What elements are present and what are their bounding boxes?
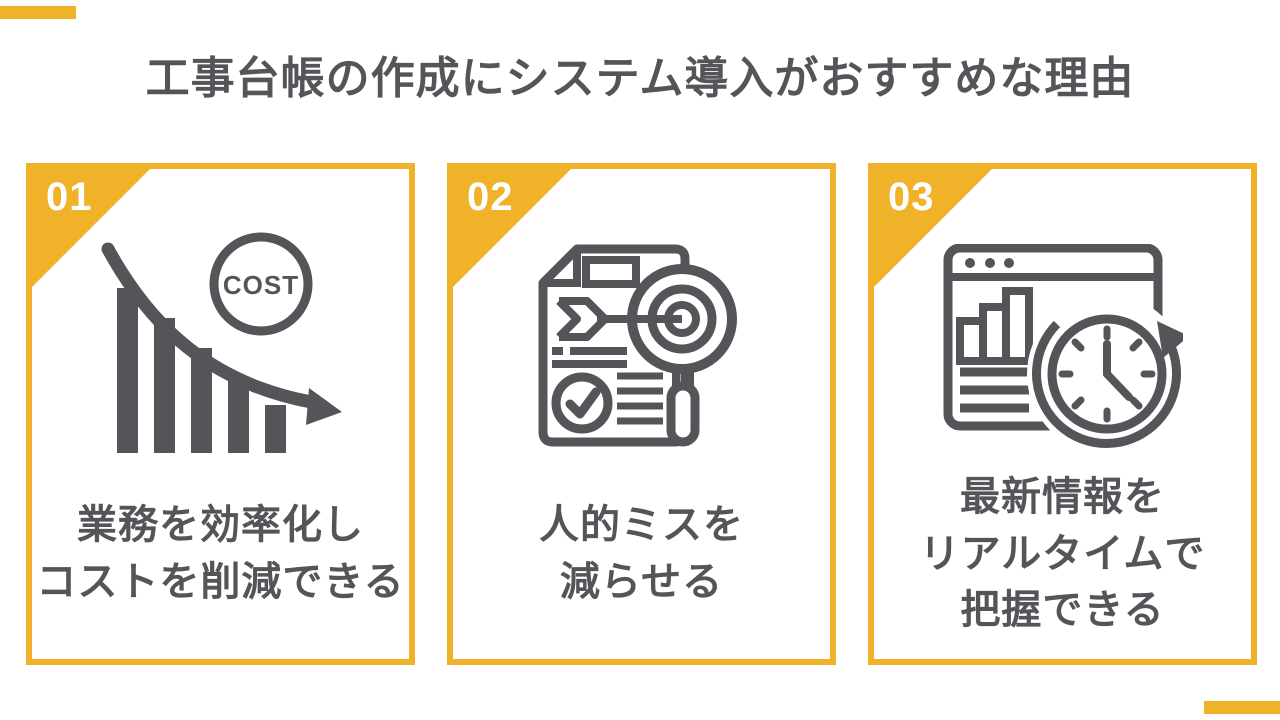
card-caption: 最新情報を リアルタイムで 把握できる [919,474,1206,633]
card-less-human-error: 02 [447,163,836,665]
card-number: 02 [467,175,514,219]
reason-cards: 01 COST 業務を効率化し コストを削減できる 0 [26,163,1257,665]
card-cost-reduction: 01 COST 業務を効率化し コストを削減できる [26,163,415,665]
top-left-accent-bar [0,6,76,19]
browser-chart-clock-icon [943,229,1183,463]
card-realtime-info: 03 [868,163,1257,665]
card-number: 01 [46,175,93,219]
card-number: 03 [888,175,935,219]
card-caption: 人的ミスを 減らせる [539,503,744,604]
cost-circle-label: COST [222,270,298,300]
bottom-right-accent-bar [1204,701,1280,714]
page-title: 工事台帳の作成にシステム導入がおすすめな理由 [145,54,1135,103]
cost-decline-chart-icon: COST [95,229,347,463]
card-caption: 業務を効率化し コストを削減できる [36,503,405,604]
document-target-magnifier-icon [537,229,747,463]
